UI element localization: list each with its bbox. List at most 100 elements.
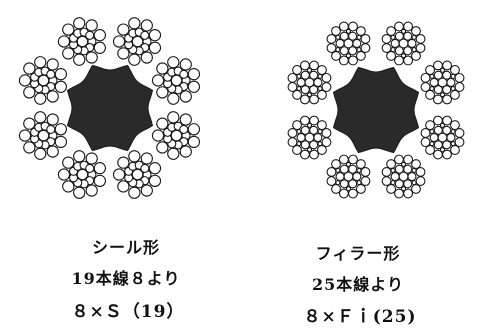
fiber-core bbox=[66, 64, 154, 152]
wire bbox=[433, 85, 443, 95]
wire bbox=[442, 70, 452, 80]
wire bbox=[296, 73, 302, 79]
wire bbox=[326, 167, 337, 177]
wire bbox=[450, 141, 456, 147]
wire bbox=[85, 163, 95, 173]
wire bbox=[187, 80, 201, 93]
wire bbox=[415, 33, 426, 44]
strand bbox=[326, 154, 371, 199]
wire bbox=[454, 137, 465, 148]
wire bbox=[46, 124, 56, 134]
wire bbox=[331, 184, 341, 194]
wire bbox=[317, 86, 323, 92]
wire bbox=[338, 154, 349, 165]
wire bbox=[335, 167, 341, 173]
wire bbox=[429, 133, 439, 143]
wire bbox=[306, 92, 313, 98]
wire bbox=[335, 180, 341, 186]
wire bbox=[18, 129, 32, 142]
wire bbox=[442, 94, 453, 105]
wire bbox=[309, 70, 319, 80]
wire bbox=[450, 120, 460, 131]
wire bbox=[316, 145, 327, 155]
wire bbox=[420, 82, 431, 92]
wire bbox=[140, 163, 150, 173]
wire bbox=[446, 133, 456, 143]
wire bbox=[300, 140, 310, 150]
wire bbox=[360, 33, 371, 44]
wire bbox=[356, 180, 362, 186]
wire bbox=[450, 89, 460, 100]
wire bbox=[401, 28, 407, 34]
wire bbox=[326, 176, 337, 187]
wire bbox=[23, 86, 36, 99]
wire bbox=[429, 86, 435, 92]
wire bbox=[54, 123, 68, 136]
filler-rope-figure: フィラー形 25本線より ８×Ｆｉ(25) bbox=[244, 0, 484, 332]
wire bbox=[73, 186, 86, 199]
wire bbox=[140, 19, 153, 32]
rope-type-name: フィラー形 bbox=[315, 244, 401, 263]
wire bbox=[167, 92, 180, 105]
wire bbox=[411, 50, 421, 61]
wire bbox=[411, 180, 417, 186]
wire bbox=[411, 184, 421, 194]
wire bbox=[331, 159, 341, 170]
strand bbox=[381, 154, 426, 199]
wire bbox=[73, 17, 86, 30]
strand bbox=[151, 111, 201, 160]
wire bbox=[140, 184, 153, 197]
seale-rope-figure: シール形 19本線８より ８×Ｓ（19） bbox=[0, 0, 240, 332]
wire bbox=[299, 94, 310, 105]
wire bbox=[433, 149, 443, 160]
wire bbox=[450, 73, 456, 79]
wire bbox=[433, 60, 443, 71]
wire bbox=[287, 82, 298, 92]
wire bbox=[292, 145, 302, 155]
rope-construction: 25本線より bbox=[312, 275, 404, 294]
wire bbox=[46, 145, 59, 158]
wire bbox=[287, 128, 298, 138]
wire bbox=[442, 60, 453, 71]
wire bbox=[394, 46, 404, 56]
wire bbox=[62, 180, 75, 193]
wire bbox=[339, 179, 349, 189]
wire bbox=[433, 94, 443, 105]
wire bbox=[411, 167, 417, 173]
wire bbox=[348, 188, 358, 199]
wire bbox=[386, 26, 397, 36]
wire bbox=[18, 74, 32, 87]
wire bbox=[345, 186, 351, 192]
wire bbox=[335, 34, 341, 40]
wire bbox=[85, 19, 98, 32]
wire bbox=[148, 41, 162, 54]
wire bbox=[34, 56, 47, 69]
wire bbox=[401, 161, 407, 167]
wire bbox=[321, 82, 332, 92]
wire bbox=[446, 77, 456, 87]
wire bbox=[117, 23, 130, 36]
wire bbox=[390, 167, 396, 173]
wire bbox=[450, 65, 460, 75]
wire bbox=[381, 33, 392, 44]
wire bbox=[309, 94, 319, 105]
wire bbox=[381, 167, 392, 177]
wire bbox=[345, 28, 351, 34]
wire bbox=[156, 141, 169, 154]
fiber-core bbox=[332, 66, 420, 154]
wire bbox=[167, 111, 180, 124]
wire bbox=[187, 135, 201, 149]
wire bbox=[401, 53, 407, 59]
wire bbox=[411, 26, 421, 36]
wire bbox=[348, 21, 358, 32]
wire bbox=[151, 74, 165, 87]
wire bbox=[93, 41, 106, 54]
wire bbox=[429, 141, 435, 147]
wire bbox=[34, 147, 47, 160]
wire bbox=[439, 147, 446, 153]
wire bbox=[117, 180, 130, 193]
wire bbox=[355, 159, 366, 170]
wire bbox=[292, 120, 302, 131]
wire bbox=[394, 55, 404, 66]
wire bbox=[356, 47, 362, 53]
